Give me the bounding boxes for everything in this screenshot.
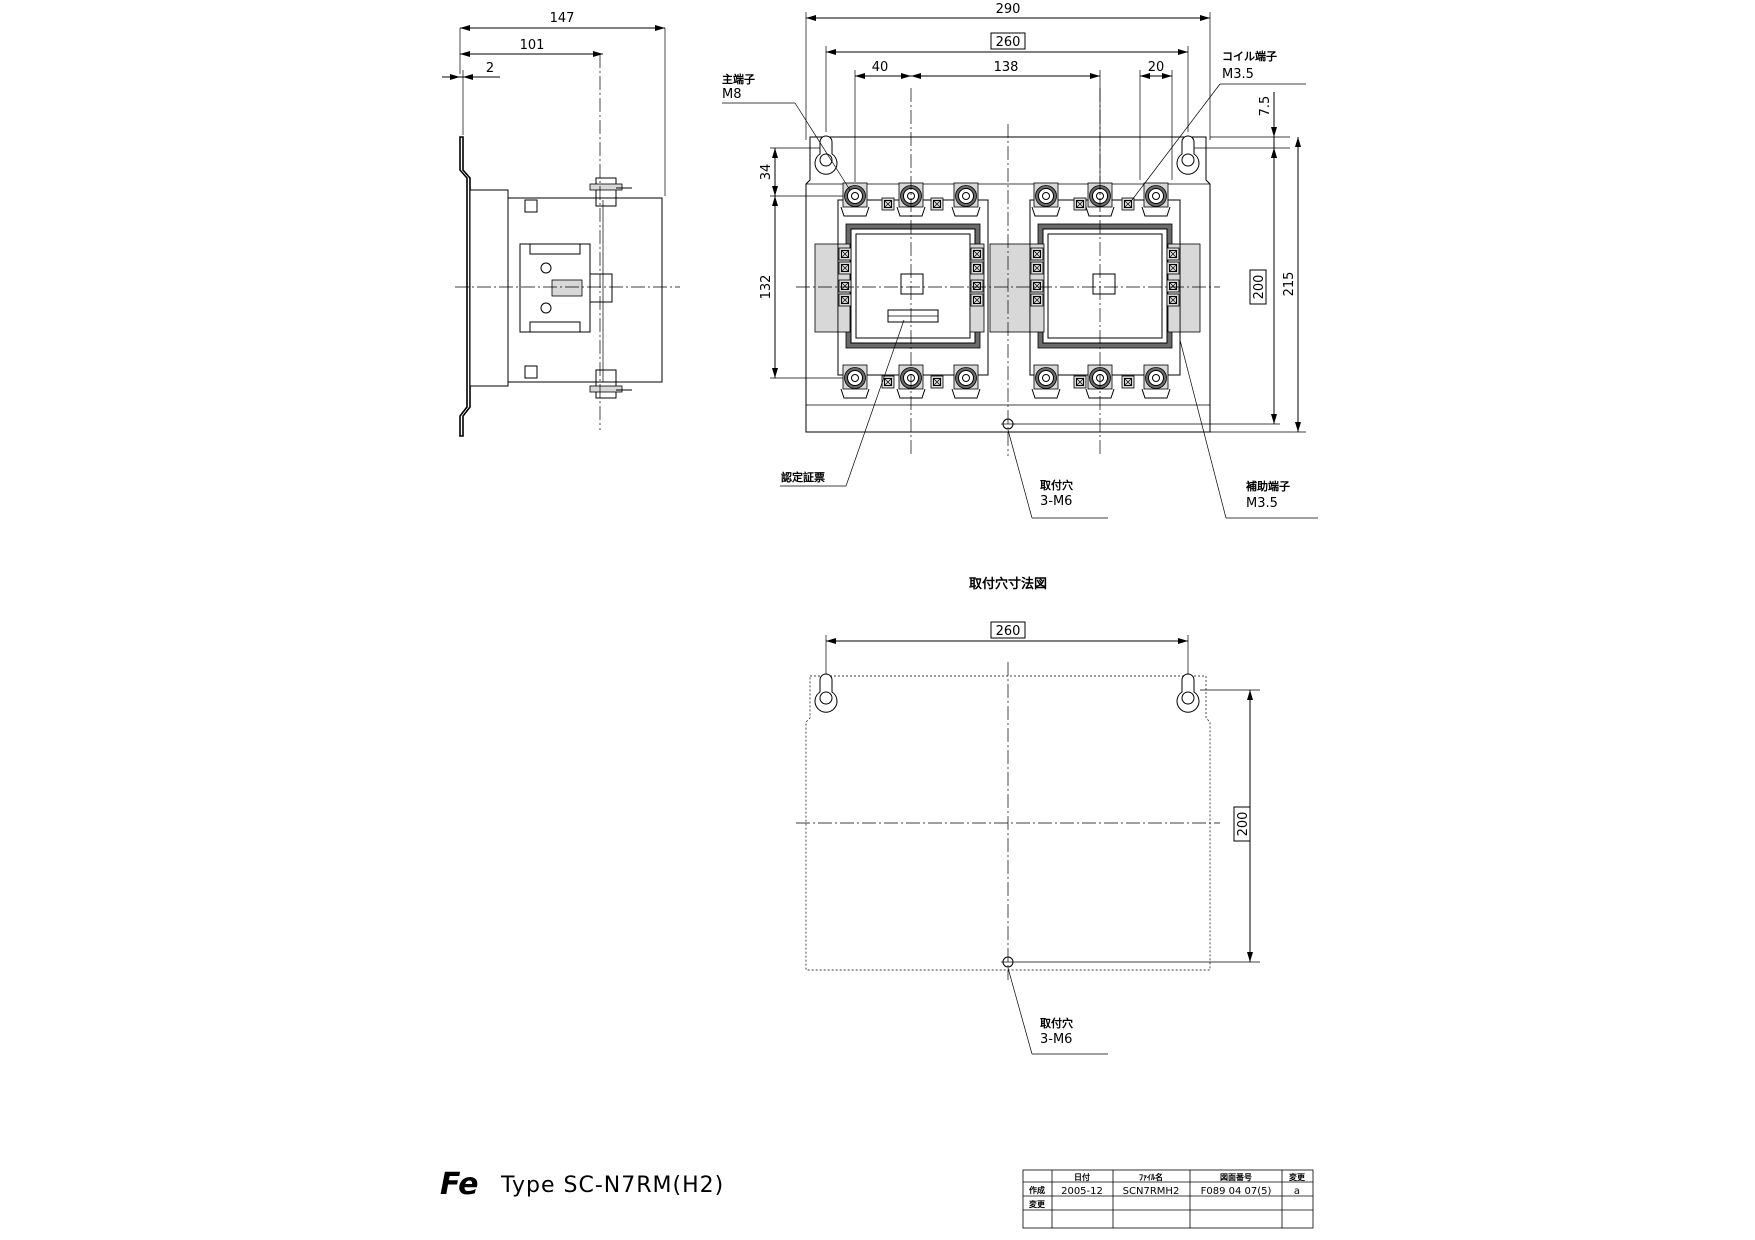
dim-terminal-pitch: 132 — [759, 275, 774, 300]
dim-hole-view-pitch: 260 — [996, 624, 1021, 639]
tb-row1-drawing-no: F089 04 07(5) — [1201, 1186, 1272, 1197]
dim-terminal-top: 34 — [759, 164, 774, 181]
callout-aux-terminal-1: 補助端子 — [1245, 479, 1290, 493]
callout-main-terminal-1: 主端子 — [722, 72, 755, 86]
tb-row1-label: 作成 — [1029, 1185, 1045, 1195]
callout-main-terminal-2: M8 — [722, 87, 742, 102]
dim-side-to-centre: 101 — [520, 38, 545, 53]
fuji-logo: Fe — [440, 1167, 479, 1202]
tb-header-drawing-no: 図面番号 — [1220, 1172, 1252, 1182]
dim-top-margin: 7.5 — [1258, 96, 1273, 117]
title-block: 日付 ﾌｧｲﾙ名 図面番号 変更 作成 2005-12 SCN7RMH2 F08… — [1022, 1169, 1314, 1229]
callout-mount-hole-1: 取付穴 — [1040, 478, 1073, 492]
callout-coil-terminal-1: コイル端子 — [1222, 49, 1277, 63]
hole-view-callout-2: 3-M6 — [1040, 1032, 1072, 1047]
tb-header-file: ﾌｧｲﾙ名 — [1139, 1172, 1163, 1182]
contactor-left — [837, 182, 989, 399]
dim-terminal-span: 138 — [994, 60, 1019, 75]
type-label: Type SC-N7RM(H2) — [500, 1173, 724, 1198]
dim-side-overall: 147 — [550, 11, 575, 26]
hole-view-callout-1: 取付穴 — [1040, 1016, 1073, 1030]
tb-row2-label: 変更 — [1029, 1199, 1046, 1209]
contactor-right — [1029, 182, 1181, 399]
callout-coil-terminal-2: M3.5 — [1222, 67, 1254, 82]
dim-side-plate: 2 — [486, 61, 494, 76]
dim-hole-height: 200 — [1252, 275, 1267, 300]
dim-hole-pitch: 260 — [996, 35, 1021, 50]
dim-hole-view-height: 200 — [1236, 812, 1251, 837]
hole-view-title: 取付穴寸法図 — [969, 576, 1047, 592]
callout-aux-terminal-2: M3.5 — [1246, 496, 1278, 511]
tb-row1-revision: a — [1294, 1186, 1300, 1197]
dim-coil-offset: 20 — [1148, 60, 1165, 75]
dim-height-overall: 215 — [1282, 272, 1297, 297]
hole-view: 取付穴寸法図 260 200 取付穴 3-M6 — [796, 576, 1260, 1055]
tb-header-revision: 変更 — [1289, 1172, 1306, 1182]
callout-mount-hole-2: 3-M6 — [1040, 494, 1072, 509]
side-view: 147 101 2 — [442, 11, 680, 437]
tb-row1-date: 2005-12 — [1061, 1186, 1103, 1197]
front-view: 290 260 40 138 20 7.5 34 — [722, 2, 1318, 519]
tb-header-date: 日付 — [1074, 1172, 1090, 1182]
tb-row1-file: SCN7RMH2 — [1123, 1186, 1180, 1197]
footer: Fe Type SC-N7RM(H2) — [440, 1167, 724, 1202]
callout-cert-label: 認定証票 — [781, 470, 825, 484]
dim-terminal-offset: 40 — [872, 60, 889, 75]
dim-width-overall: 290 — [996, 2, 1021, 17]
